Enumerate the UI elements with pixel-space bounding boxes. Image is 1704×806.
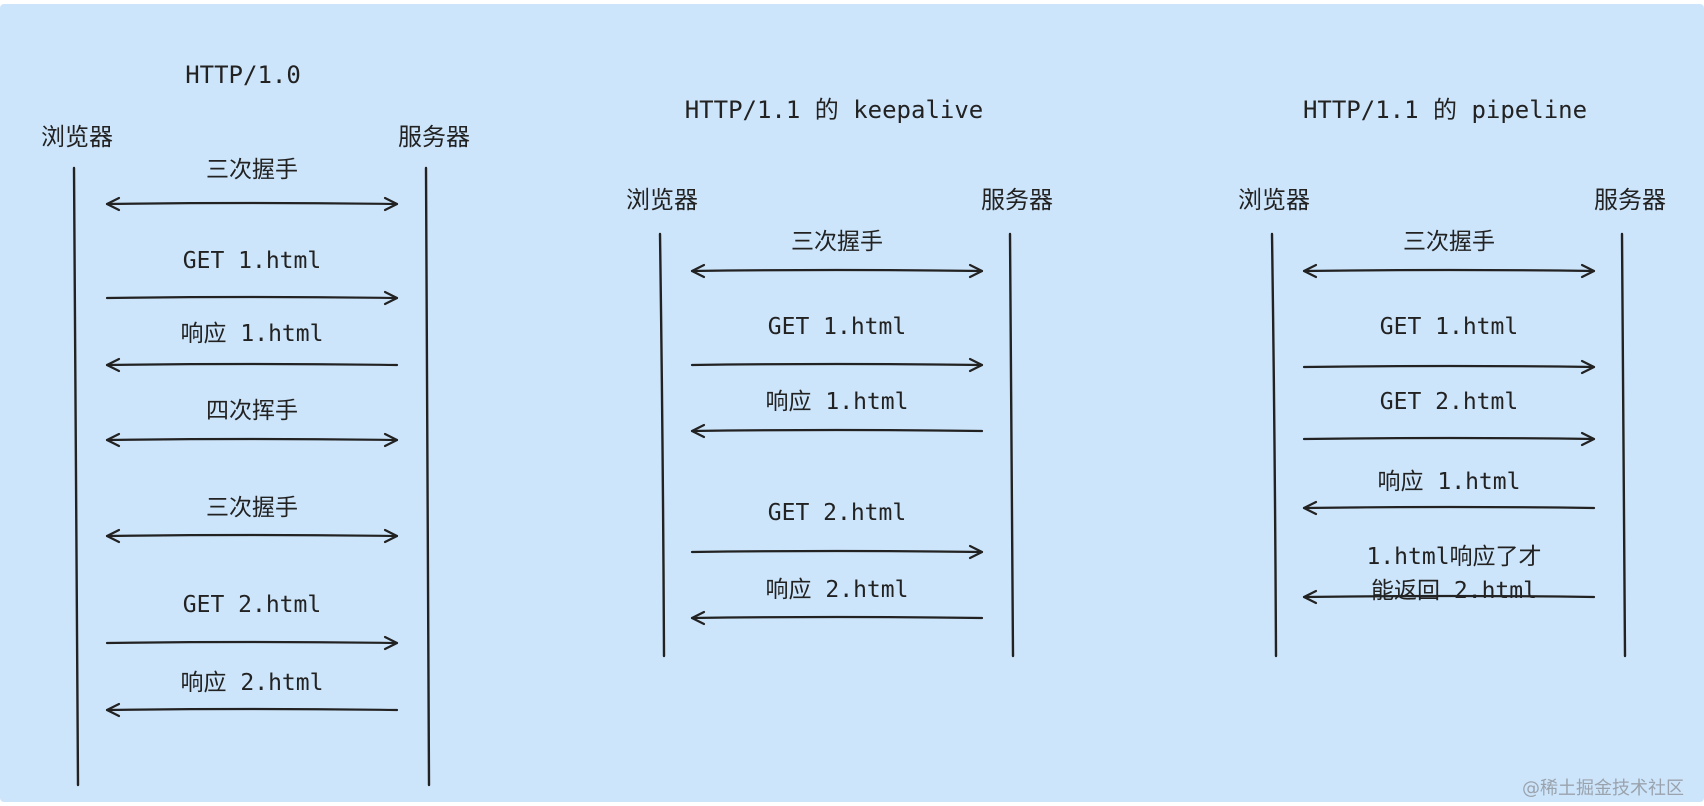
arrow-head-left bbox=[690, 263, 706, 279]
diagram-title: HTTP/1.1 的 pipeline bbox=[1303, 96, 1587, 124]
message-arrow bbox=[690, 549, 984, 554]
arrow-head-left bbox=[105, 702, 121, 718]
arrow-head-right bbox=[1580, 359, 1596, 375]
arrow-head-left bbox=[105, 432, 121, 448]
browser-label: 浏览器 bbox=[1238, 186, 1310, 214]
arrow-head-left bbox=[105, 357, 121, 373]
server-lifeline bbox=[1620, 232, 1627, 658]
message-label: 三次握手 bbox=[1403, 229, 1495, 255]
server-label: 服务器 bbox=[1594, 186, 1666, 214]
message-arrow bbox=[690, 428, 984, 433]
arrow-head-right bbox=[968, 357, 984, 373]
browser-lifeline bbox=[658, 232, 666, 658]
message-label: 响应 2.html bbox=[181, 670, 324, 696]
browser-lifeline bbox=[72, 166, 80, 787]
arrow-head-left bbox=[1302, 263, 1318, 279]
arrow-head-right bbox=[968, 544, 984, 560]
message-label: 1.html响应了才 bbox=[1366, 544, 1541, 570]
message-label: GET 2.html bbox=[183, 592, 321, 618]
message-arrow bbox=[1302, 436, 1596, 441]
arrow-head-left bbox=[690, 423, 706, 439]
message-label: 四次挥手 bbox=[206, 398, 298, 424]
arrow-head-right bbox=[383, 196, 399, 212]
message-arrow bbox=[690, 615, 984, 620]
browser-lifeline bbox=[1270, 232, 1278, 658]
message-arrow bbox=[105, 640, 399, 645]
arrow-head-right bbox=[968, 263, 984, 279]
diagram-panel bbox=[0, 4, 1704, 802]
message-label: GET 2.html bbox=[1380, 389, 1518, 415]
server-lifeline bbox=[1008, 232, 1015, 658]
arrow-head-left bbox=[690, 610, 706, 626]
message-arrow bbox=[105, 707, 399, 712]
arrow-head-right bbox=[383, 432, 399, 448]
message-arrow bbox=[690, 362, 984, 367]
message-arrow bbox=[105, 533, 399, 538]
message-arrow bbox=[1302, 505, 1596, 510]
message-label: GET 1.html bbox=[1380, 314, 1518, 340]
browser-label: 浏览器 bbox=[626, 186, 698, 214]
arrow-head-right bbox=[1580, 431, 1596, 447]
message-arrow bbox=[105, 362, 399, 367]
server-label: 服务器 bbox=[398, 123, 470, 151]
browser-label: 浏览器 bbox=[41, 123, 113, 151]
message-label: 响应 2.html bbox=[766, 577, 909, 603]
arrow-head-right bbox=[1580, 263, 1596, 279]
message-arrow bbox=[690, 268, 984, 273]
watermark: @稀土掘金技术社区 bbox=[1522, 778, 1684, 799]
message-arrow bbox=[105, 201, 399, 206]
server-label: 服务器 bbox=[981, 186, 1053, 214]
arrow-head-left bbox=[1302, 589, 1318, 605]
message-label: GET 2.html bbox=[768, 500, 906, 526]
message-arrow bbox=[1302, 364, 1596, 369]
arrow-head-right bbox=[383, 528, 399, 544]
message-label-line2: 能返回 2.html bbox=[1371, 578, 1537, 604]
arrow-head-right bbox=[383, 635, 399, 651]
arrow-head-left bbox=[105, 196, 121, 212]
message-label: 响应 1.html bbox=[1378, 469, 1521, 495]
message-arrow bbox=[105, 295, 399, 300]
message-label: 三次握手 bbox=[791, 229, 883, 255]
message-label: 三次握手 bbox=[206, 157, 298, 183]
message-label: 响应 1.html bbox=[766, 389, 909, 415]
arrow-head-right bbox=[383, 290, 399, 306]
server-lifeline bbox=[424, 166, 431, 787]
message-label: GET 1.html bbox=[183, 248, 321, 274]
arrow-head-left bbox=[105, 528, 121, 544]
message-label: 三次握手 bbox=[206, 495, 298, 521]
diagram-title: HTTP/1.0 bbox=[185, 61, 301, 89]
diagram-title: HTTP/1.1 的 keepalive bbox=[685, 96, 984, 124]
message-label: GET 1.html bbox=[768, 314, 906, 340]
message-arrow bbox=[1302, 268, 1596, 273]
message-arrow bbox=[105, 437, 399, 442]
arrow-head-left bbox=[1302, 500, 1318, 516]
message-label: 响应 1.html bbox=[181, 321, 324, 347]
message-arrow bbox=[1302, 594, 1596, 599]
